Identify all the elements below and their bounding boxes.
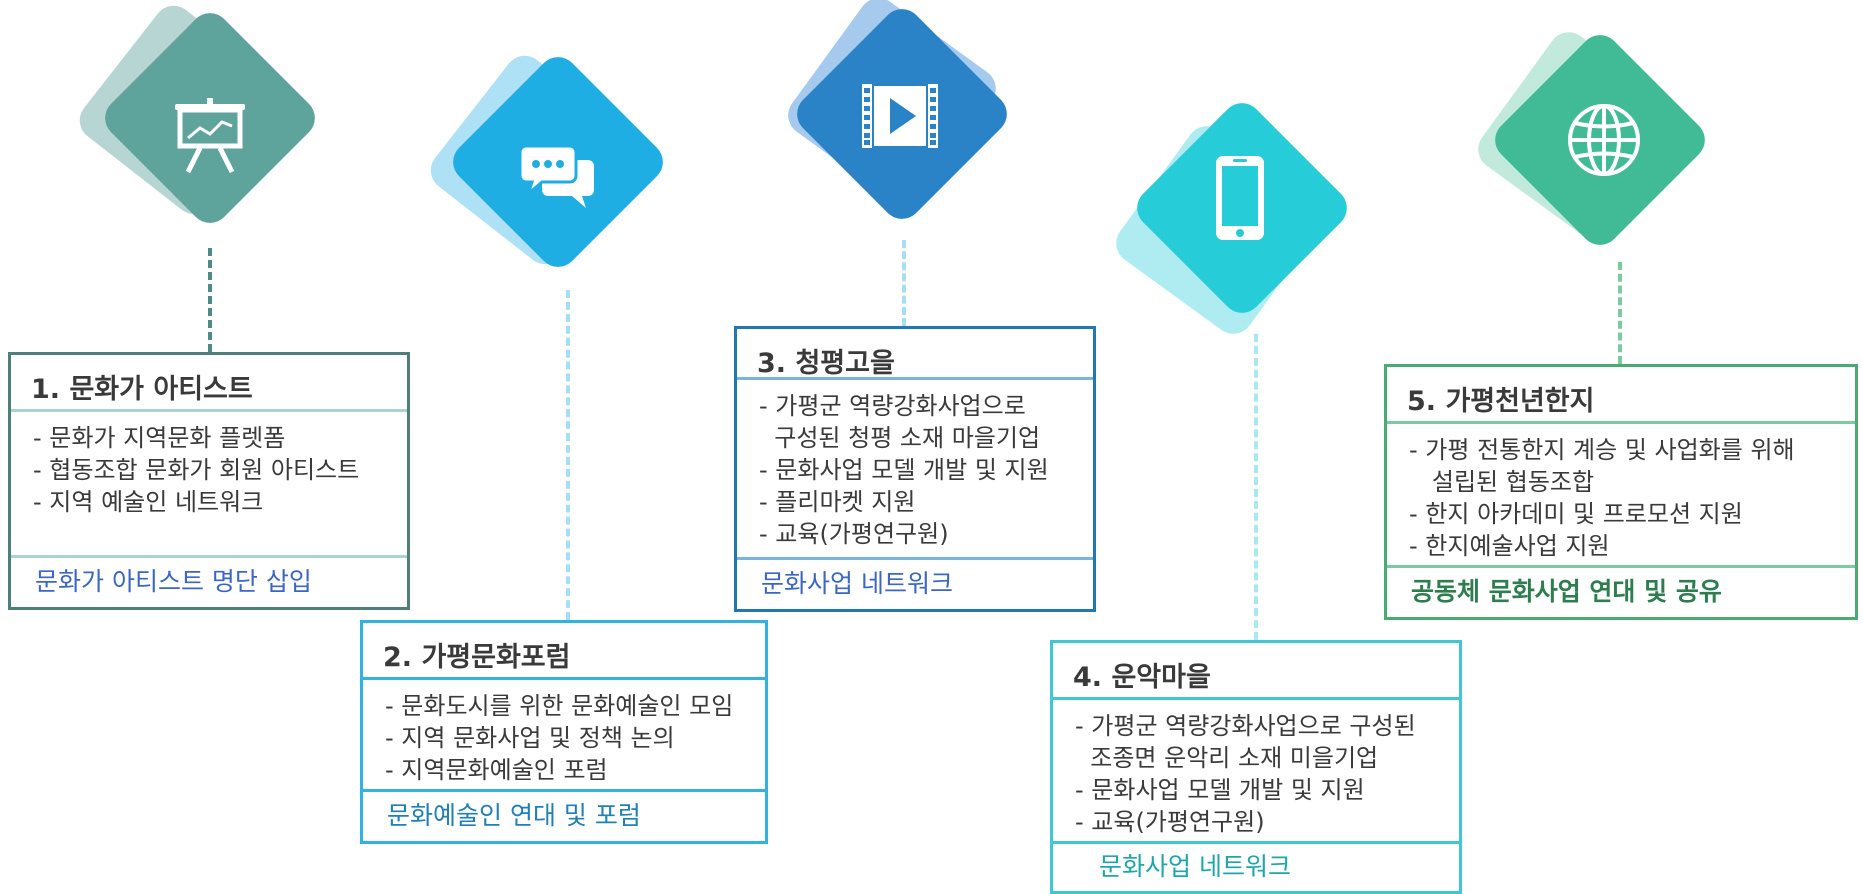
list-item: - 지역문화예술인 포럼 xyxy=(385,756,608,784)
list-item: - 지역 문화사업 및 정책 논의 xyxy=(385,724,675,752)
connector-line xyxy=(902,240,906,326)
connector-line xyxy=(566,290,570,620)
card-1: 1. 문화가 아티스트 - 문화가 지역문화 플렛폼 - 협동조합 문화가 회원… xyxy=(8,352,410,610)
card-list: - 문화가 지역문화 플렛폼 - 협동조합 문화가 회원 아티스트 - 지역 예… xyxy=(11,412,407,518)
list-item: - 한지예술사업 지원 xyxy=(1409,532,1610,560)
card-footer: 문화사업 네트워크 xyxy=(737,557,1093,609)
card-list: - 가평 전통한지 계승 및 사업화를 위해 설립된 협동조합 - 한지 아카데… xyxy=(1387,424,1855,562)
globe-icon xyxy=(1568,104,1640,176)
card-title: 3. 청평고을 xyxy=(737,329,1093,380)
list-item: - 문화사업 모델 개발 및 지원 xyxy=(759,456,1049,484)
list-item: - 문화도시를 위한 문화예술인 모임 xyxy=(385,692,734,720)
list-item: 조종면 운악리 소재 미을기업 xyxy=(1075,744,1379,772)
list-item: - 플리마켓 지원 xyxy=(759,488,916,516)
card-title: 4. 운악마을 xyxy=(1053,643,1459,700)
list-item: - 가평군 역량강화사업으로 xyxy=(759,392,1026,420)
chat-bubbles-icon xyxy=(518,144,594,208)
card-title: 2. 가평문화포럼 xyxy=(363,623,765,680)
list-item: 설립된 협동조합 xyxy=(1409,468,1595,496)
connector-line xyxy=(1618,262,1622,364)
card-list: - 문화도시를 위한 문화예술인 모임 - 지역 문화사업 및 정책 논의 - … xyxy=(363,680,765,786)
connector-line xyxy=(208,248,212,352)
list-item: - 가평 전통한지 계승 및 사업화를 위해 xyxy=(1409,436,1795,464)
list-item: - 문화사업 모델 개발 및 지원 xyxy=(1075,776,1365,804)
card-5: 5. 가평천년한지 - 가평 전통한지 계승 및 사업화를 위해 설립된 협동조… xyxy=(1384,364,1858,620)
video-play-icon xyxy=(862,84,938,148)
card-4: 4. 운악마을 - 가평군 역량강화사업으로 구성된 조종면 운악리 소재 미을… xyxy=(1050,640,1462,894)
card-footer: 문화사업 네트워크 xyxy=(1053,841,1459,891)
card-footer: 공동체 문화사업 연대 및 공유 xyxy=(1387,565,1855,617)
list-item: - 교육(가평연구원) xyxy=(759,520,949,548)
card-2: 2. 가평문화포럼 - 문화도시를 위한 문화예술인 모임 - 지역 문화사업 … xyxy=(360,620,768,844)
presentation-board-icon xyxy=(175,98,245,174)
list-item: - 가평군 역량강화사업으로 구성된 xyxy=(1075,712,1416,740)
list-item: - 교육(가평연구원) xyxy=(1075,808,1265,836)
list-item: - 한지 아카데미 및 프로모션 지원 xyxy=(1409,500,1743,528)
smartphone-icon xyxy=(1216,156,1264,240)
card-title: 1. 문화가 아티스트 xyxy=(11,355,407,412)
card-list: - 가평군 역량강화사업으로 구성된 조종면 운악리 소재 미을기업 - 문화사… xyxy=(1053,700,1459,838)
list-item: - 지역 예술인 네트워크 xyxy=(33,488,264,516)
card-footer-link[interactable]: 문화가 아티스트 명단 삽입 xyxy=(11,555,407,607)
connector-line xyxy=(1254,334,1258,640)
card-title: 5. 가평천년한지 xyxy=(1387,367,1855,424)
card-3: 3. 청평고을 - 가평군 역량강화사업으로 구성된 청평 소재 마을기업 - … xyxy=(734,326,1096,612)
list-item: - 문화가 지역문화 플렛폼 xyxy=(33,424,286,452)
card-list: - 가평군 역량강화사업으로 구성된 청평 소재 마을기업 - 문화사업 모델 … xyxy=(737,380,1093,550)
list-item: - 협동조합 문화가 회원 아티스트 xyxy=(33,456,360,484)
list-item: 구성된 청평 소재 마을기업 xyxy=(759,424,1041,452)
card-footer: 문화예술인 연대 및 포럼 xyxy=(363,789,765,841)
